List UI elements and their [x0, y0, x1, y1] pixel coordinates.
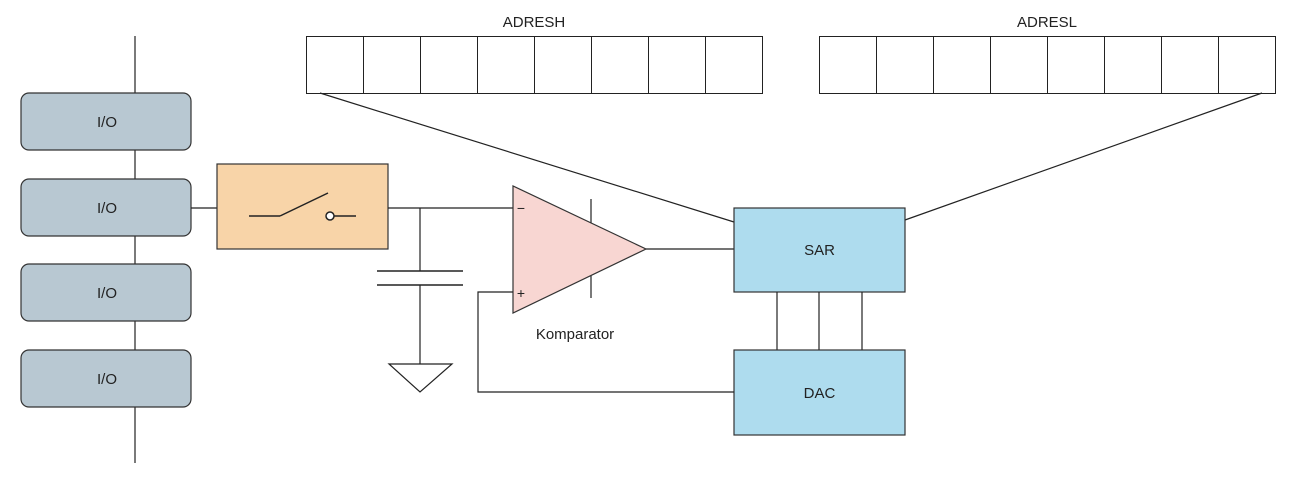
- ground-symbol: [387, 363, 454, 393]
- adresl-to-sar-wire: [904, 92, 1263, 221]
- io-pin-label: I/O: [97, 371, 117, 388]
- dac-block: DAC: [733, 349, 906, 436]
- hold-capacitor: [377, 270, 463, 286]
- io-pin-label: I/O: [97, 285, 117, 302]
- comparator-label: Komparator: [536, 326, 614, 343]
- comparator: − + Komparator: [512, 185, 648, 343]
- comparator-plus-sign: +: [517, 285, 525, 301]
- adresl-label: ADRESL: [1017, 14, 1077, 31]
- io-pin-2: I/O: [20, 178, 192, 237]
- adresl-cell-dividers: [876, 36, 1219, 94]
- switch-symbol-blade: [279, 192, 329, 217]
- sar-to-dac-bus: [776, 292, 863, 350]
- adresl-register: ADRESL: [819, 14, 1276, 94]
- comparator-triangle: [512, 185, 648, 314]
- sar-block: SAR: [733, 207, 906, 293]
- dac-label: DAC: [804, 385, 836, 402]
- analog-switch: [216, 163, 389, 250]
- adresh-cell-dividers: [363, 36, 706, 94]
- adresh-label: ADRESH: [503, 14, 566, 31]
- comparator-minus-sign: −: [517, 200, 525, 216]
- sar-label: SAR: [804, 242, 835, 259]
- io-pin-3: I/O: [20, 263, 192, 322]
- io-pin-4: I/O: [20, 349, 192, 408]
- dac-to-comparator-feedback-wire: [477, 291, 734, 393]
- switch-symbol-contact: [325, 211, 335, 221]
- io-pin-label: I/O: [97, 200, 117, 217]
- io-pin-1: I/O: [20, 92, 192, 151]
- io-pin-label: I/O: [97, 114, 117, 131]
- adresh-to-sar-wire: [319, 92, 735, 223]
- adresh-register: ADRESH: [306, 14, 763, 94]
